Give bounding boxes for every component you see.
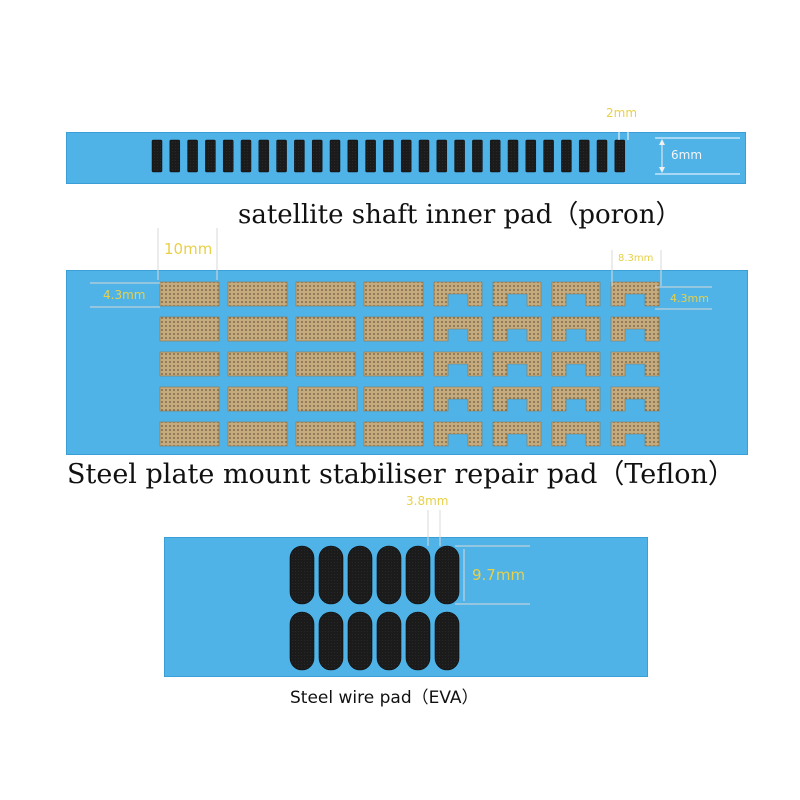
teflon-rect-width-label: 10mm: [164, 240, 213, 258]
teflon-rect-pad: [295, 351, 356, 377]
poron-pad: [614, 139, 626, 173]
eva-pad: [376, 611, 402, 671]
teflon-notched-pad: [492, 281, 542, 307]
poron-pad: [489, 139, 501, 173]
poron-pad: [507, 139, 519, 173]
teflon-notched-pad: [433, 421, 483, 447]
eva-pad: [347, 545, 373, 605]
teflon-notched-pad: [433, 351, 483, 377]
eva-pad: [376, 545, 402, 605]
poron-pad: [222, 139, 234, 173]
teflon-rect-pad: [227, 316, 288, 342]
teflon-notched-pad: [433, 386, 483, 412]
poron-pad: [383, 139, 394, 173]
poron-pad: [311, 139, 323, 173]
poron-pad: [400, 139, 412, 173]
poron-pad: [294, 139, 305, 173]
eva-pad: [434, 611, 460, 671]
poron-pad: [240, 139, 252, 173]
poron-pad: [578, 139, 590, 173]
poron-pad: [561, 139, 572, 173]
teflon-notched-pad: [610, 386, 660, 412]
poron-pad: [276, 139, 287, 173]
teflon-rect-pad: [363, 421, 424, 447]
poron-pad: [205, 139, 216, 173]
eva-pad: [405, 611, 431, 671]
teflon-rect-pad: [159, 421, 220, 447]
poron-pad: [418, 139, 430, 173]
teflon-rect-height-label: 4.3mm: [103, 288, 146, 302]
teflon-rect-pad: [295, 281, 356, 307]
teflon-rect-pad: [363, 386, 424, 412]
poron-pad: [169, 139, 181, 173]
teflon-notched-pad: [492, 351, 542, 377]
eva-pad: [289, 545, 315, 605]
teflon-notched-pad: [433, 316, 483, 342]
poron-pad: [347, 139, 359, 173]
teflon-rect-pad: [295, 316, 356, 342]
eva-pad: [289, 611, 315, 671]
teflon-caption: Steel plate mount stabiliser repair pad（…: [67, 459, 735, 490]
teflon-notched-pad: [492, 386, 542, 412]
eva-pad: [405, 545, 431, 605]
poron-pad: [151, 139, 163, 173]
poron-pad: [258, 139, 270, 173]
teflon-rect-pad: [295, 421, 356, 447]
poron-pad: [543, 139, 554, 173]
teflon-notched-pad: [610, 421, 660, 447]
teflon-rect-pad: [159, 386, 220, 412]
poron-pad: [436, 139, 448, 173]
eva-width-label: 3.8mm: [406, 494, 449, 508]
poron-pad: [187, 139, 198, 173]
teflon-rect-pad: [227, 351, 288, 377]
teflon-pad-grid: [159, 281, 660, 447]
eva-pad: [347, 611, 373, 671]
poron-caption: satellite shaft inner pad（poron）: [238, 200, 682, 230]
teflon-notched-pad: [492, 316, 542, 342]
eva-caption: Steel wire pad（EVA）: [290, 688, 479, 708]
poron-height-label: 6mm: [671, 148, 703, 162]
teflon-notched-pad: [551, 316, 601, 342]
teflon-notched-pad: [551, 281, 601, 307]
dimension-lines: [90, 124, 740, 605]
teflon-rect-pad: [363, 316, 424, 342]
teflon-rect-pad: [227, 386, 288, 412]
teflon-notch-width-label: 8.3mm: [618, 253, 654, 264]
teflon-notch-height-label: 4.3mm: [670, 292, 709, 305]
poron-pad: [472, 139, 483, 173]
teflon-notched-pad: [551, 421, 601, 447]
poron-pad: [365, 139, 376, 173]
eva-pad: [318, 545, 344, 605]
teflon-rect-pad: [363, 351, 424, 377]
teflon-rect-pad: [227, 281, 288, 307]
teflon-notched-pad: [610, 281, 660, 307]
eva-height-label: 9.7mm: [472, 566, 526, 584]
poron-pad: [596, 139, 608, 173]
teflon-notched-pad: [551, 351, 601, 377]
poron-pad: [454, 139, 465, 173]
teflon-rect-pad: [227, 421, 288, 447]
poron-pad: [329, 139, 341, 173]
eva-pad-grid: [289, 545, 460, 671]
poron-pad-row: [151, 139, 626, 173]
teflon-notched-pad: [610, 351, 660, 377]
teflon-rect-pad: [297, 386, 358, 412]
teflon-rect-pad: [159, 281, 220, 307]
teflon-notched-pad: [492, 421, 542, 447]
teflon-rect-pad: [363, 281, 424, 307]
poron-width-label: 2mm: [606, 106, 638, 120]
teflon-notched-pad: [551, 386, 601, 412]
eva-pad: [318, 611, 344, 671]
teflon-notched-pad: [610, 316, 660, 342]
teflon-rect-pad: [159, 316, 220, 342]
teflon-rect-pad: [159, 351, 220, 377]
teflon-notched-pad: [433, 281, 483, 307]
poron-pad: [525, 139, 537, 173]
eva-pad: [434, 545, 460, 605]
